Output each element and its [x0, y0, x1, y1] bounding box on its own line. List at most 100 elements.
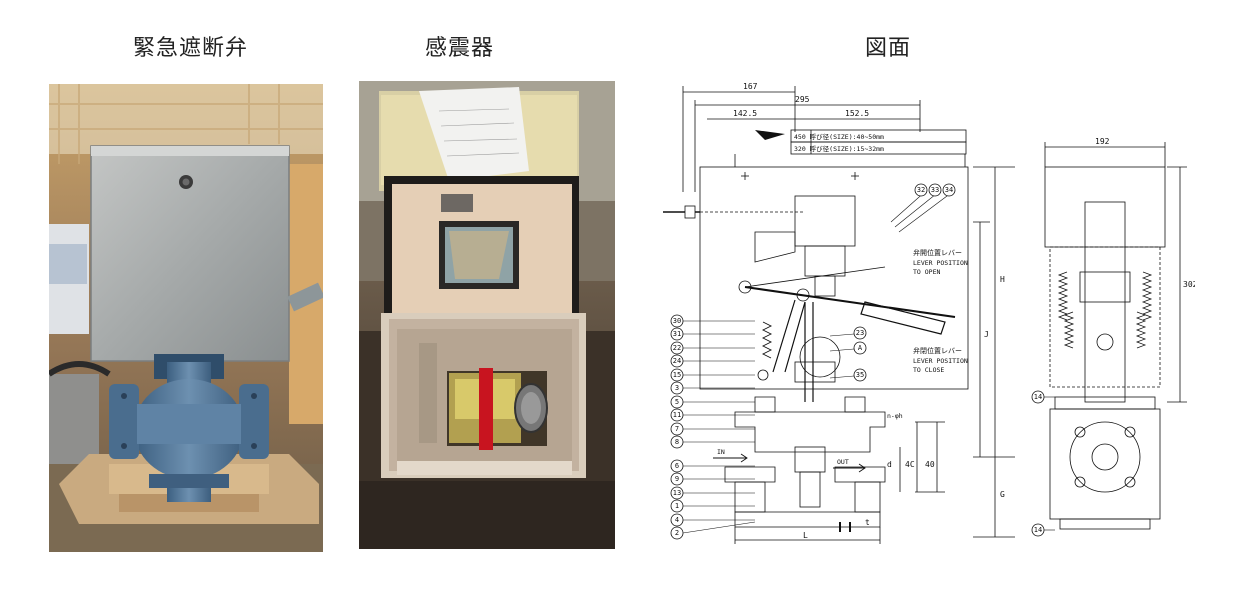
- part-number-label: 33: [931, 186, 939, 194]
- caption-seismic-sensor: 感震器: [425, 36, 495, 61]
- part-balloon: 4: [670, 513, 755, 527]
- part-number-label: 14: [1034, 526, 1042, 534]
- dim-192: 192: [1095, 137, 1110, 146]
- lever-close-en1: LEVER POSITION: [913, 357, 968, 365]
- part-balloon: 11: [670, 408, 755, 422]
- balloon-circle: [670, 395, 684, 409]
- lever-open-jp: 弁開位置レバー: [913, 248, 962, 257]
- part-balloon: 14: [1031, 523, 1055, 537]
- balloon-circle: [914, 183, 928, 197]
- balloon-circle: [670, 408, 684, 422]
- dim-142-5: 142.5: [733, 109, 757, 118]
- part-balloon: A: [829, 341, 867, 355]
- lever-open-en2: TO OPEN: [913, 268, 940, 276]
- dim-302: 302: [1183, 280, 1195, 289]
- part-number-label: 35: [856, 371, 864, 379]
- part-balloon: 6: [670, 459, 755, 473]
- lever-close-jp: 弁閉位置レバー: [913, 346, 962, 355]
- sensor-photo-image: [359, 81, 615, 549]
- part-number-label: 2: [675, 529, 679, 537]
- caption-emergency-shutoff-valve: 緊急遮断弁: [133, 36, 249, 61]
- sensor-photo: [359, 81, 615, 549]
- part-balloon: 30: [670, 314, 755, 328]
- part-number-label: 15: [673, 371, 681, 379]
- part-number-label: 34: [945, 186, 953, 194]
- balloon-circle: [670, 381, 684, 395]
- part-balloon: 15: [670, 368, 755, 382]
- dim-J: J: [984, 330, 989, 339]
- balloon-circle: [670, 422, 684, 436]
- part-number-label: 24: [673, 357, 681, 365]
- part-balloon: 8: [670, 435, 755, 449]
- leader-line: [682, 521, 756, 534]
- part-number-label: 9: [675, 475, 679, 483]
- part-number-label: 7: [675, 425, 679, 433]
- size-note-row-1: 450 呼び径(SIZE):40~50mm: [794, 132, 884, 141]
- dim-G: G: [1000, 490, 1005, 499]
- balloon-circle: [670, 327, 684, 341]
- part-balloon: 7: [670, 422, 755, 436]
- balloon-circle: [670, 513, 684, 527]
- part-number-label: A: [858, 344, 863, 352]
- size-arrow-icon: [755, 130, 785, 140]
- balloon-circle: [853, 341, 867, 355]
- part-balloon: 22: [670, 341, 755, 355]
- part-balloon: 14: [1031, 390, 1055, 404]
- balloon-circle: [670, 354, 684, 368]
- part-number-label: 1: [675, 502, 679, 510]
- part-balloon: 32: [890, 183, 928, 223]
- part-number-label: 23: [856, 329, 864, 337]
- part-number-label: 8: [675, 438, 679, 446]
- part-balloon: 24: [670, 354, 755, 368]
- balloon-circle: [670, 435, 684, 449]
- dim-152-5: 152.5: [845, 109, 869, 118]
- part-balloon: 9: [670, 472, 755, 486]
- lever-close-en2: TO CLOSE: [913, 366, 944, 374]
- part-number-label: 30: [673, 317, 681, 325]
- part-number-label: 3: [675, 384, 679, 392]
- part-number-label: 22: [673, 344, 681, 352]
- balloon-circle: [853, 326, 867, 340]
- dim-L: L: [803, 531, 808, 540]
- part-balloon: 5: [670, 395, 755, 409]
- part-number-label: 4: [675, 516, 679, 524]
- balloon-circle: [670, 526, 684, 540]
- balloon-circle: [1031, 523, 1045, 537]
- part-balloon: 34: [898, 183, 956, 233]
- size-note-row-2: 320 呼び径(SIZE):15~32mm: [794, 144, 884, 153]
- part-balloon: 13: [670, 486, 755, 500]
- valve-photo: [49, 84, 323, 552]
- balloon-circle: [670, 459, 684, 473]
- balloon-circle: [928, 183, 942, 197]
- part-balloon: 31: [670, 327, 755, 341]
- part-number-label: 14: [1034, 393, 1042, 401]
- part-number-label: 6: [675, 462, 679, 470]
- part-balloon: 23: [829, 326, 867, 340]
- dim-167: 167: [743, 82, 758, 91]
- balloon-circle: [670, 499, 684, 513]
- drawing-svg: 167 295 142.5 152.5 450 呼び径(SIZE):40~50m…: [663, 82, 1195, 544]
- flow-in-label: IN: [717, 448, 725, 456]
- caption-drawing: 図面: [865, 36, 912, 61]
- part-balloon: 33: [894, 183, 942, 228]
- balloon-circle: [670, 314, 684, 328]
- part-number-label: 31: [673, 330, 681, 338]
- part-balloon: 3: [670, 381, 755, 395]
- dim-4c: 4C: [905, 460, 915, 469]
- part-balloon: 2: [670, 521, 756, 540]
- lever-open-en1: LEVER POSITION: [913, 259, 968, 267]
- part-number-label: 13: [673, 489, 681, 497]
- balloon-circle: [1031, 390, 1045, 404]
- part-balloon: 35: [829, 368, 867, 382]
- part-number-label: 5: [675, 398, 679, 406]
- balloon-circle: [670, 341, 684, 355]
- balloon-circle: [942, 183, 956, 197]
- technical-drawing: 167 295 142.5 152.5 450 呼び径(SIZE):40~50m…: [655, 72, 1195, 552]
- dim-40: 40: [925, 460, 935, 469]
- dim-n-h: n-φh: [887, 412, 903, 420]
- part-balloon: 1: [670, 499, 755, 513]
- part-number-label: 32: [917, 186, 925, 194]
- part-number-label: 11: [673, 411, 681, 419]
- dim-295: 295: [795, 95, 810, 104]
